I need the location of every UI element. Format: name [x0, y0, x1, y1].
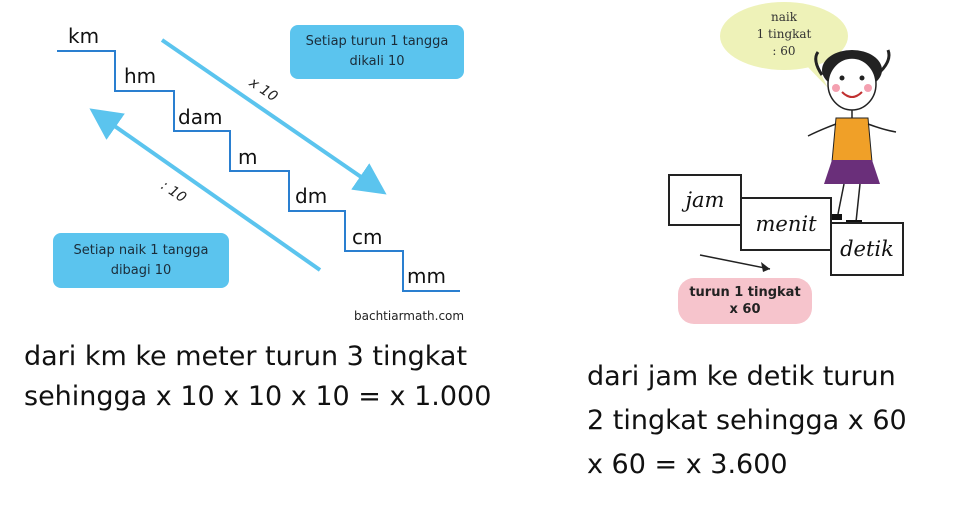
callout-down-line-2: dikali 10 — [349, 54, 405, 69]
unit-label-dam: dam — [178, 105, 223, 129]
speech-bubble-text: naik 1 tingkat : 60 — [739, 9, 829, 60]
time-pill-line-2: x 60 — [729, 302, 761, 317]
right-explanation-line-2: 2 tingkat sehingga x 60 — [587, 405, 907, 436]
left-explanation-line-2: sehingga x 10 x 10 x 10 = x 1.000 — [24, 381, 492, 412]
down-time-arrow — [699, 254, 771, 270]
left-explanation: dari km ke meter turun 3 tingkat sehingg… — [24, 337, 491, 417]
speech-bubble-line-2: 1 tingkat — [756, 27, 812, 41]
unit-label-dm: dm — [295, 184, 328, 208]
box-jam: jam — [668, 174, 742, 226]
source-credit: bachtiarmath.com — [354, 309, 465, 323]
callout-down-line-1: Setiap turun 1 tangga — [305, 34, 449, 49]
unit-label-km: km — [68, 24, 100, 48]
up-arrow — [89, 108, 322, 272]
unit-label-cm: cm — [352, 225, 383, 249]
right-explanation-line-1: dari jam ke detik turun — [587, 361, 896, 392]
unit-label-m: m — [238, 145, 258, 169]
box-detik: detik — [830, 222, 904, 276]
right-explanation: dari jam ke detik turun 2 tingkat sehing… — [587, 355, 907, 487]
time-pill: turun 1 tingkat x 60 — [678, 278, 812, 324]
unit-label-hm: hm — [124, 64, 157, 88]
box-menit: menit — [740, 197, 832, 251]
right-explanation-line-3: x 60 = x 3.600 — [587, 449, 788, 480]
callout-up-line-2: dibagi 10 — [110, 262, 172, 278]
down-arrow — [160, 38, 387, 195]
unit-label-mm: mm — [407, 264, 446, 288]
speech-bubble-line-1: naik — [771, 10, 797, 24]
left-explanation-line-1: dari km ke meter turun 3 tingkat — [24, 341, 468, 372]
speech-bubble-line-3: : 60 — [772, 44, 796, 58]
callout-up-line-1: Setiap naik 1 tangga — [73, 242, 209, 258]
time-pill-line-1: turun 1 tingkat — [689, 285, 801, 300]
callout-down: Setiap turun 1 tangga dikali 10 — [290, 25, 464, 79]
staircase-line — [57, 50, 460, 292]
callout-up: Setiap naik 1 tangga dibagi 10 — [53, 233, 229, 288]
